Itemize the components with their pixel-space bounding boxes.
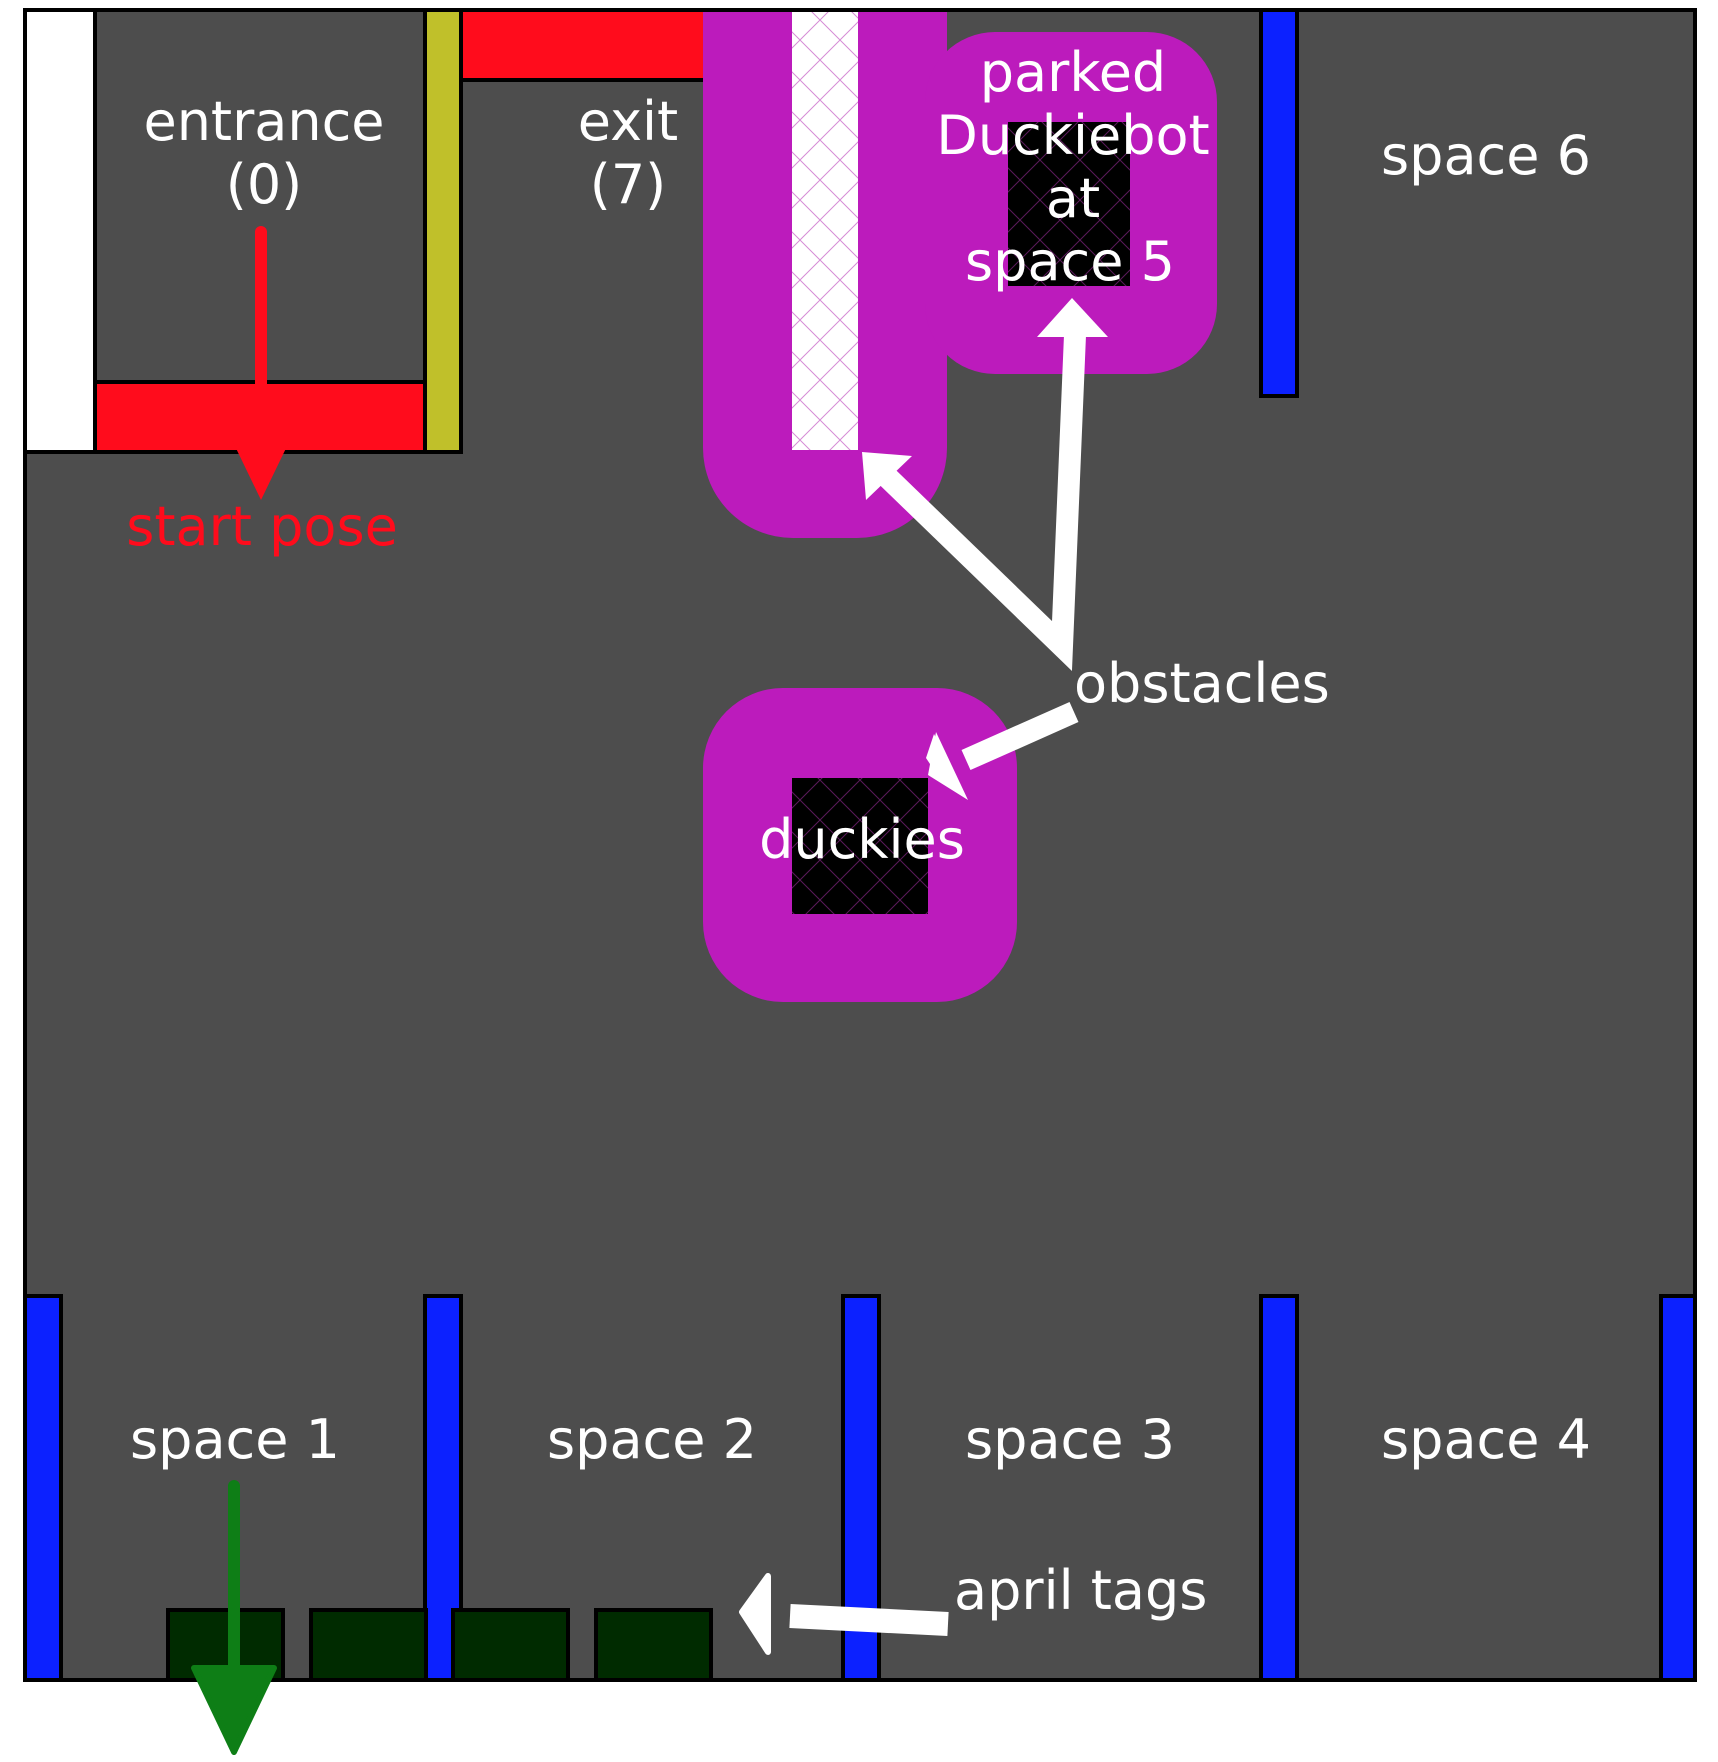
parked-duckiebot-hatch xyxy=(1008,122,1130,286)
obstacles-arrowhead-duckies-tip xyxy=(928,732,968,800)
april-tags-arrowhead xyxy=(739,1573,771,1655)
space-divider-4 xyxy=(1259,1294,1299,1682)
obstacles-pointer-arrows xyxy=(872,334,1086,671)
obstacles-label: obstacles xyxy=(1074,652,1330,715)
start-pose-label: start pose xyxy=(126,495,398,558)
exit-label-line-1: exit xyxy=(578,90,678,153)
entrance-label-line-1: entrance xyxy=(143,90,384,153)
duckies-label: duckies xyxy=(759,808,965,871)
white-wall-obstacle-hatch xyxy=(792,10,858,450)
space-3-label: space 3 xyxy=(965,1408,1175,1471)
duckies-hatch xyxy=(792,778,928,914)
obstacles-pointer-duckies-shaft xyxy=(961,701,1079,771)
entrance-yellow-bar xyxy=(423,8,463,454)
parked-label-line-1: parked xyxy=(980,41,1166,104)
space-6-label: space 6 xyxy=(1381,124,1591,187)
april-tag xyxy=(594,1608,713,1682)
exit-label-line-2: (7) xyxy=(590,153,667,216)
entrance-label-line-2: (0) xyxy=(226,153,303,216)
april-tags-label: april tags xyxy=(954,1559,1207,1622)
space-divider-5 xyxy=(1659,1294,1697,1682)
obstacles-arrowhead-duckiebot xyxy=(1037,298,1108,337)
space-6-divider xyxy=(1259,8,1299,398)
map-border xyxy=(23,8,1697,1682)
parked-label-line-2: Duckiebot xyxy=(936,104,1209,167)
obstacles-arrowhead-wall xyxy=(862,452,912,500)
space-4-label: space 4 xyxy=(1381,1408,1591,1471)
entrance-white-wall xyxy=(23,8,97,454)
space-2-label: space 2 xyxy=(547,1408,757,1471)
space-divider-1 xyxy=(23,1294,63,1682)
parked-label-line-3: at xyxy=(1046,167,1100,230)
space-1-green-arrowhead xyxy=(191,1665,277,1755)
april-tag xyxy=(309,1608,428,1682)
parked-label-line-4: space 5 xyxy=(965,230,1175,293)
start-pose-arrowhead xyxy=(232,440,290,500)
april-tags-pointer-shaft xyxy=(789,1604,949,1636)
space-1-label: space 1 xyxy=(130,1408,340,1471)
april-tag xyxy=(451,1608,570,1682)
